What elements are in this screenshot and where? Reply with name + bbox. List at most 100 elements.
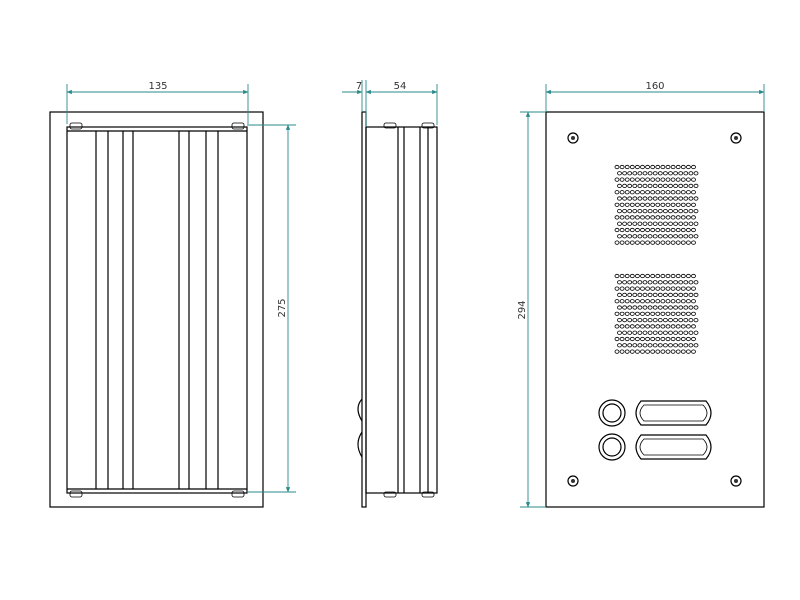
grille-hole [637,209,643,214]
side-housing [365,126,438,494]
grille-hole [642,343,648,348]
grille-hole [652,305,658,310]
grille-hole [660,164,666,170]
grille-hole [673,234,678,239]
speaker-grille-top [614,164,699,245]
grille-hole [614,190,620,195]
grille-hole [637,330,643,335]
grille-hole [691,349,696,354]
grille-hole [670,311,676,316]
grille-hole [617,280,622,285]
grille-hole [640,311,645,316]
grille-hole [619,299,625,304]
grille-hole [614,324,620,329]
grille-hole [622,221,627,226]
grille-hole [686,336,691,342]
grille-hole [629,299,635,304]
grille-hole [675,240,681,245]
call-button-2[interactable] [598,433,626,461]
grille-hole [614,227,620,233]
grille-hole [691,324,696,329]
grille-hole [617,292,622,297]
grille-hole [617,196,622,201]
grille-hole [663,183,668,188]
grille-hole [675,215,681,220]
grille-hole [655,177,661,182]
grille-hole [663,292,668,297]
grille-hole [635,311,640,316]
grille-hole [683,305,689,310]
grille-hole [686,177,691,182]
grille-hole [640,324,645,329]
grille-hole [627,317,633,323]
grille-hole [660,273,666,279]
grille-hole [642,183,648,188]
grille-hole [622,183,627,188]
grille-hole [640,190,645,195]
grille-hole [647,317,653,323]
grille-hole [657,183,663,188]
grille-hole [614,336,620,342]
dimension-front-height: 275 [247,124,296,493]
grille-hole [650,164,656,170]
grille-hole [652,330,658,335]
grille-hole [624,202,630,207]
grille-hole [619,286,625,291]
grille-hole [622,209,627,214]
grille-hole [688,234,694,239]
grille-hole [622,292,627,297]
grille-hole [657,305,663,310]
grille-hole [642,209,648,214]
grille-hole [640,240,645,245]
grille-hole [614,202,620,207]
grille-hole [673,317,678,323]
grille-hole [650,311,656,316]
grille-hole [647,234,653,239]
grille-hole [635,190,640,195]
grille-hole [655,202,661,207]
grille-hole [665,190,671,195]
grille-hole [655,273,661,279]
grille-hole [686,202,691,207]
side-foot-bottom-1 [383,491,397,498]
grille-hole [619,349,625,354]
grille-hole [642,330,648,335]
grille-hole [693,221,699,226]
grille-hole [665,215,671,220]
call-button-1[interactable] [598,399,626,427]
grille-hole [680,324,686,329]
grille-hole [635,202,640,207]
dim-label-7: 7 [356,81,362,92]
grille-hole [683,330,689,335]
grille-hole [617,317,622,323]
grille-hole [652,209,658,214]
grille-hole [614,240,620,245]
grille-hole [678,292,684,297]
grille-hole [670,164,676,170]
front-housing [66,126,248,494]
grille-hole [688,343,694,348]
grille-hole [686,240,691,245]
grille-hole [680,349,686,354]
grille-hole [622,280,627,285]
grille-hole [663,330,668,335]
name-label-1 [635,400,712,426]
grille-hole [655,349,661,354]
grille-hole [657,209,663,214]
grille-hole [670,349,676,354]
grille-hole [617,305,622,310]
grille-hole [670,273,676,279]
grille-hole [675,299,681,304]
grille-hole [647,280,653,285]
grille-hole [675,164,681,170]
grille-hole [691,336,696,342]
grille-hole [675,324,681,329]
grille-hole [629,190,635,195]
grille-hole [670,286,676,291]
grille-hole [637,183,643,188]
grille-hole [673,292,678,297]
grille-hole [614,273,620,279]
grille-hole [680,177,686,182]
grille-hole [645,177,650,182]
grille-hole [655,311,661,316]
